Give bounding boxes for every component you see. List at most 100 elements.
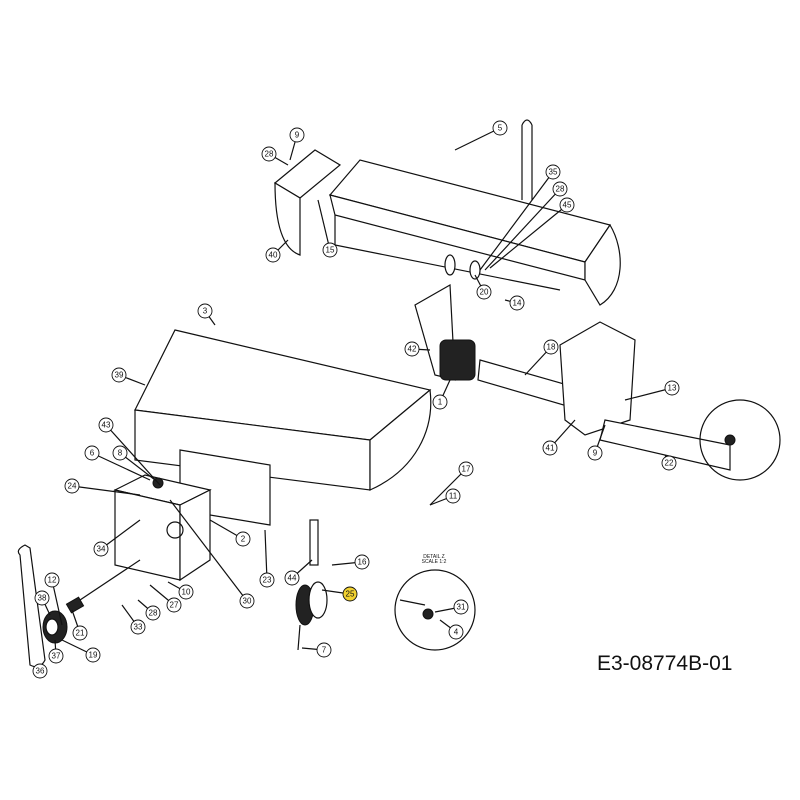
callout-number: 17 [462, 465, 471, 474]
callout-17[interactable]: 17 [458, 461, 474, 477]
callout-circle [476, 284, 492, 300]
callout-25[interactable]: 25 [342, 586, 358, 602]
leader-line [105, 424, 161, 486]
callout-circle [542, 440, 558, 456]
callout-number: 14 [513, 299, 522, 308]
caster-wheel [295, 519, 328, 651]
callout-42[interactable]: 42 [404, 341, 420, 357]
callout-number: 34 [97, 545, 106, 554]
callout-43[interactable]: 43 [98, 417, 114, 433]
callout-4[interactable]: 4 [448, 624, 464, 640]
callout-number: 44 [288, 574, 297, 583]
callout-circle [458, 461, 474, 477]
callout-circle [72, 625, 88, 641]
callout-28[interactable]: 28 [261, 146, 277, 162]
callout-18[interactable]: 18 [543, 339, 559, 355]
leader-line [484, 188, 561, 271]
callout-number: 3 [203, 307, 208, 316]
callout-9[interactable]: 9 [289, 127, 305, 143]
callout-3[interactable]: 3 [197, 303, 213, 319]
callout-circle [289, 127, 305, 143]
callout-1[interactable]: 1 [432, 394, 448, 410]
callout-10[interactable]: 10 [178, 584, 194, 600]
callout-number: 12 [48, 576, 57, 585]
callout-bubbles: 9284015535284520143394211813419221711436… [32, 120, 680, 679]
callout-33[interactable]: 33 [130, 619, 146, 635]
callout-number: 28 [556, 185, 565, 194]
callout-5[interactable]: 5 [492, 120, 508, 136]
callout-38[interactable]: 38 [34, 590, 50, 606]
callout-30[interactable]: 30 [239, 593, 255, 609]
callout-19[interactable]: 19 [85, 647, 101, 663]
callout-circle [354, 554, 370, 570]
callout-number: 13 [668, 384, 677, 393]
callout-number: 16 [358, 558, 367, 567]
leader-line [91, 452, 151, 481]
callout-24[interactable]: 24 [64, 478, 80, 494]
callout-22[interactable]: 22 [661, 455, 677, 471]
callout-number: 23 [263, 576, 272, 585]
detail-z-circle [394, 569, 476, 651]
callout-37[interactable]: 37 [48, 648, 64, 664]
callout-number: 22 [665, 459, 674, 468]
callout-circle [342, 586, 358, 602]
callout-21[interactable]: 21 [72, 625, 88, 641]
callout-34[interactable]: 34 [93, 541, 109, 557]
callout-45[interactable]: 45 [559, 197, 575, 213]
callout-circle [235, 531, 251, 547]
callout-circle [284, 570, 300, 586]
callout-35[interactable]: 35 [545, 164, 561, 180]
callout-44[interactable]: 44 [284, 570, 300, 586]
callout-circle [587, 445, 603, 461]
callout-27[interactable]: 27 [166, 597, 182, 613]
callout-circle [545, 164, 561, 180]
callout-circle [509, 295, 525, 311]
callout-20[interactable]: 20 [476, 284, 492, 300]
callout-circle [259, 572, 275, 588]
callout-circle [448, 624, 464, 640]
callout-number: 6 [90, 449, 95, 458]
callout-39[interactable]: 39 [111, 367, 127, 383]
callout-13[interactable]: 13 [664, 380, 680, 396]
callout-number: 28 [265, 150, 274, 159]
callout-28[interactable]: 28 [552, 181, 568, 197]
callout-number: 18 [547, 343, 556, 352]
callout-9[interactable]: 9 [587, 445, 603, 461]
callout-23[interactable]: 23 [259, 572, 275, 588]
callout-circle [34, 590, 50, 606]
callout-number: 15 [326, 246, 335, 255]
callout-11[interactable]: 11 [445, 488, 461, 504]
callout-number: 35 [549, 168, 558, 177]
callout-number: 42 [408, 345, 417, 354]
callout-number: 1 [438, 398, 443, 407]
leader-line [51, 579, 63, 626]
callout-6[interactable]: 6 [84, 445, 100, 461]
leader-line [624, 387, 673, 401]
callout-31[interactable]: 31 [453, 599, 469, 615]
callout-41[interactable]: 41 [542, 440, 558, 456]
leader-line [169, 499, 248, 602]
callout-circle [432, 394, 448, 410]
callout-number: 45 [563, 201, 572, 210]
callout-number: 25 [346, 590, 355, 599]
callout-2[interactable]: 2 [235, 531, 251, 547]
callout-circle [112, 445, 128, 461]
callout-40[interactable]: 40 [265, 247, 281, 263]
callout-16[interactable]: 16 [354, 554, 370, 570]
callout-12[interactable]: 12 [44, 572, 60, 588]
callout-number: 20 [480, 288, 489, 297]
callout-14[interactable]: 14 [509, 295, 525, 311]
callout-circle [32, 663, 48, 679]
callout-circle [111, 367, 127, 383]
callout-7[interactable]: 7 [316, 642, 332, 658]
callout-36[interactable]: 36 [32, 663, 48, 679]
callout-circle [404, 341, 420, 357]
callout-8[interactable]: 8 [112, 445, 128, 461]
callout-15[interactable]: 15 [322, 242, 338, 258]
callout-circle [265, 247, 281, 263]
callout-28[interactable]: 28 [145, 605, 161, 621]
callout-number: 43 [102, 421, 111, 430]
callout-circle [48, 648, 64, 664]
callout-circle [322, 242, 338, 258]
